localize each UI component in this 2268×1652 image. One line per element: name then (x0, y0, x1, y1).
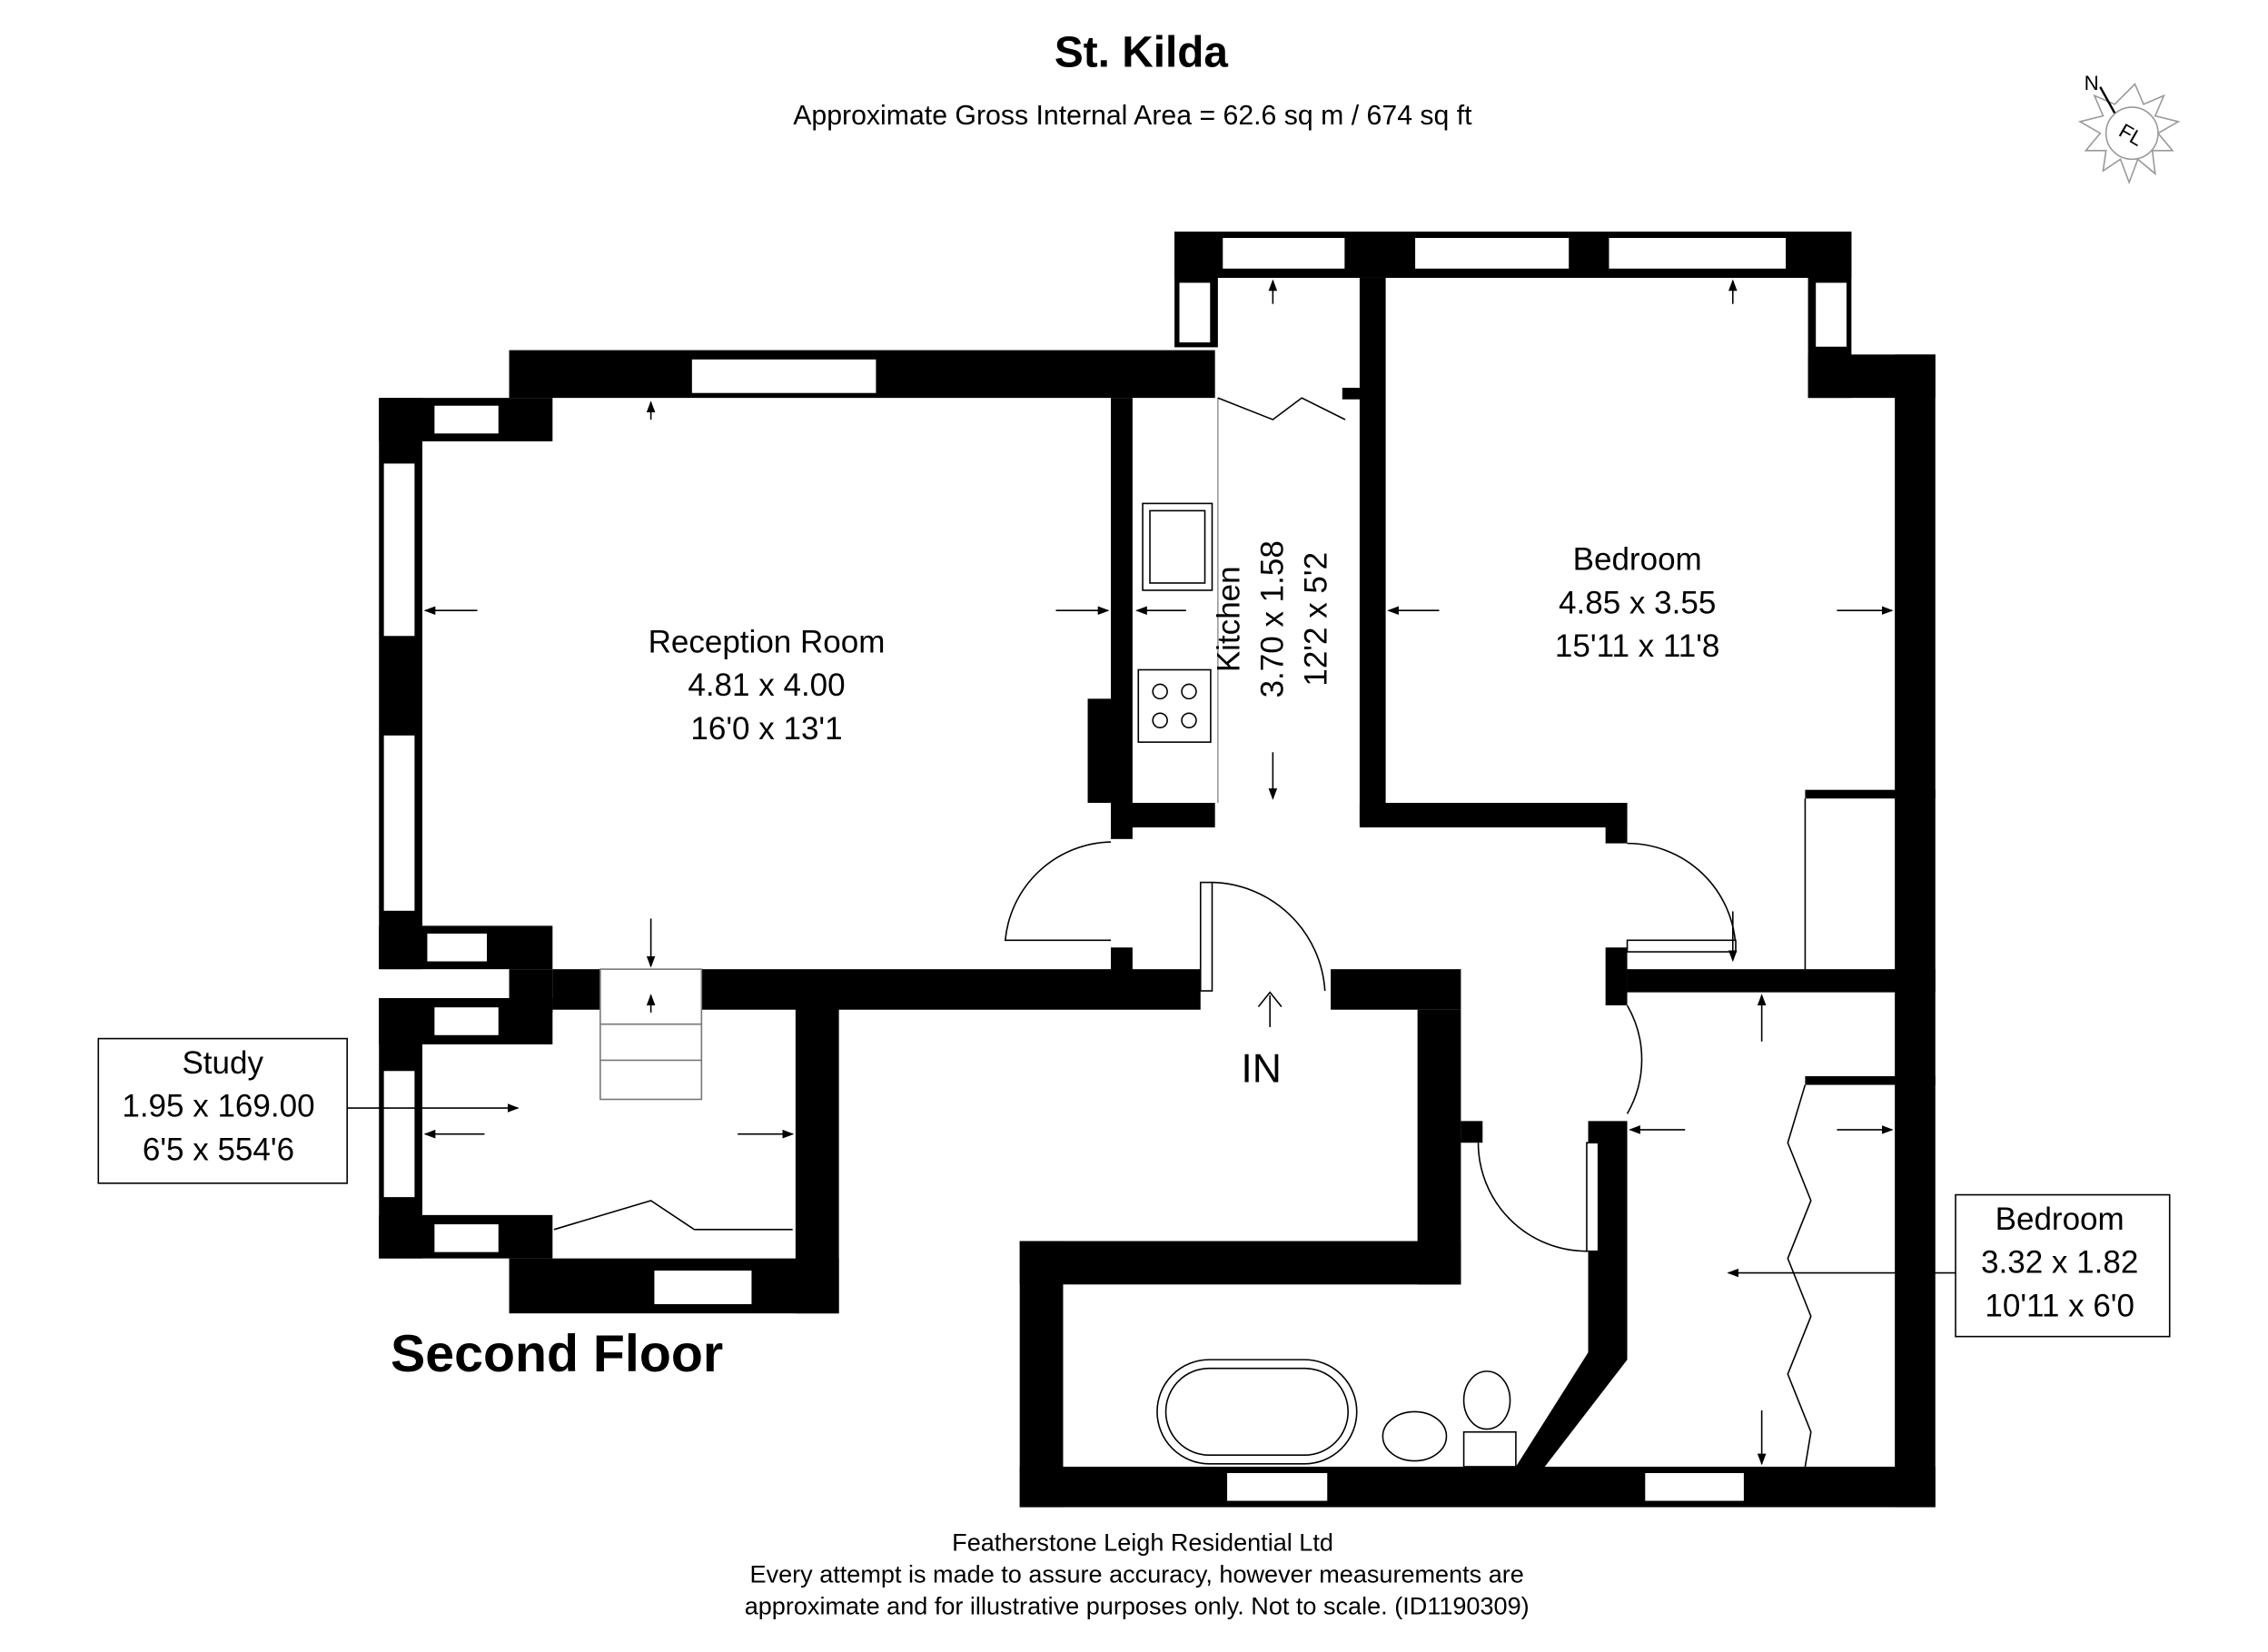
disclaimer-line-1: Every attempt is made to assure accuracy… (750, 1559, 1524, 1588)
room-name: Bedroom (1573, 542, 1702, 578)
room-name: Reception Room (649, 624, 886, 659)
hob-icon (1137, 668, 1212, 743)
room-imperial: 16'0 x 13'1 (690, 711, 842, 747)
room-imperial: 10'11 x 6'0 (1985, 1288, 2134, 1323)
room-metric: 3.70 x 1.58 (1255, 540, 1291, 697)
room-name: Bedroom (1996, 1202, 2124, 1237)
floor-label: Second Floor (391, 1325, 723, 1383)
fixtures (553, 397, 1812, 1468)
entrance-label: IN (1241, 1046, 1282, 1091)
room-name: Study (182, 1045, 263, 1081)
plan-title: St. Kilda (1055, 28, 1229, 76)
room-metric: 4.85 x 3.55 (1559, 585, 1716, 620)
room-metric: 3.32 x 1.82 (1981, 1245, 2138, 1281)
dimension-arrows (347, 279, 1956, 1466)
room-imperial: 6'5 x 554'6 (143, 1132, 294, 1167)
room-imperial: 15'11 x 11'8 (1555, 628, 1719, 664)
room-label-kitchen: Kitchen 3.70 x 1.58 12'2 x 5'2 (1212, 540, 1334, 697)
walls (379, 231, 1936, 1508)
compass-north: N (2085, 72, 2099, 94)
basin-icon (1382, 1410, 1448, 1462)
disclaimer-line-2: approximate and for illustrative purpose… (745, 1591, 1530, 1619)
stairs-icon (599, 968, 703, 1101)
toilet-icon (1462, 1370, 1511, 1430)
bathtub-icon (1156, 1359, 1358, 1465)
room-metric: 4.81 x 4.00 (688, 668, 845, 703)
room-imperial: 12'2 x 5'2 (1298, 552, 1333, 687)
gross-area: Approximate Gross Internal Area = 62.6 s… (793, 101, 1472, 131)
room-label-bedroom: Bedroom 4.85 x 3.55 15'11 x 11'8 (1555, 542, 1719, 665)
room-metric: 1.95 x 169.00 (122, 1089, 314, 1124)
company-name: Featherstone Leigh Residential Ltd (952, 1528, 1333, 1556)
room-label-study: Study 1.95 x 169.00 6'5 x 554'6 (97, 1037, 348, 1184)
room-label-bedroom-2: Bedroom 3.32 x 1.82 10'11 x 6'0 (1955, 1193, 2171, 1338)
compass-icon: N FL (2077, 72, 2181, 185)
room-name: Kitchen (1212, 566, 1247, 672)
sink-icon (1142, 502, 1213, 591)
room-label-reception: Reception Room 4.81 x 4.00 16'0 x 13'1 (649, 624, 886, 747)
